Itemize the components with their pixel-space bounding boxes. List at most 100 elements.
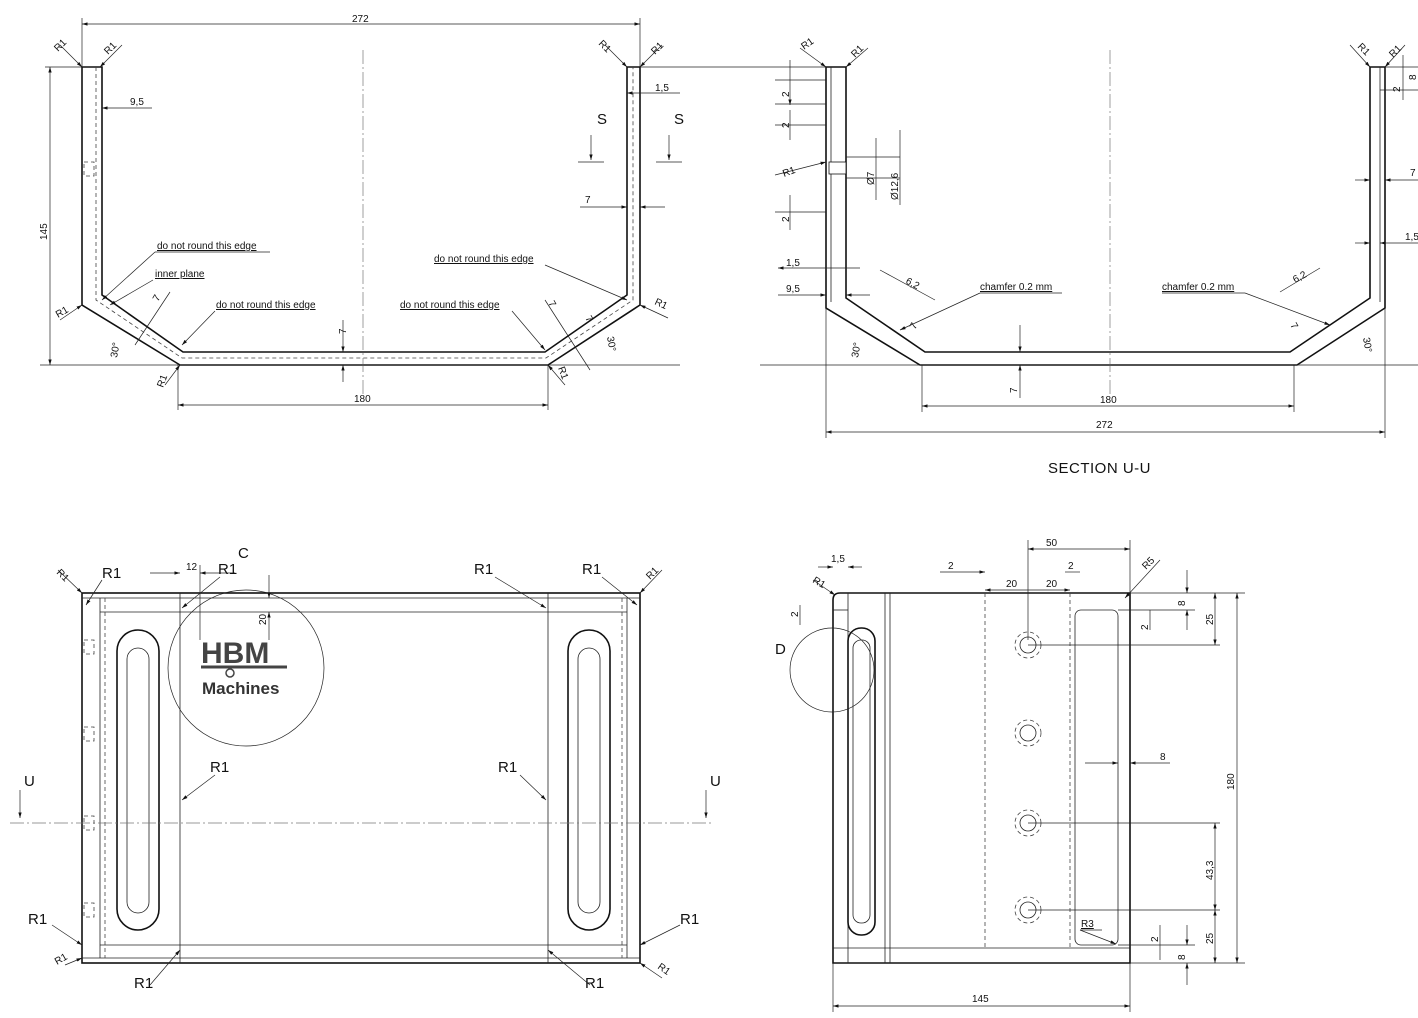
side-bottom-dim: 8: [1177, 954, 1188, 960]
note-do-not-round-3: do not round this edge: [400, 300, 500, 311]
svg-text:R1: R1: [28, 911, 47, 928]
svg-text:R1: R1: [498, 759, 517, 776]
section-view: 2 2 2 R1 Ø7 Ø12,6 1,5 9,5 6,2 7 6,2 7 ch…: [640, 36, 1418, 477]
front-angle-right: 30°: [604, 336, 617, 353]
svg-text:HBM: HBM: [201, 637, 269, 670]
detail-c-circle: [167, 589, 325, 747]
svg-text:2: 2: [781, 216, 792, 222]
side-rim-dim: 8: [1160, 752, 1166, 763]
front-right-diag-dim2: 7: [582, 314, 595, 325]
svg-text:R1: R1: [210, 759, 229, 776]
note-do-not-round-4: do not round this edge: [434, 254, 534, 265]
side-slot: [847, 627, 876, 936]
section-chamfer-depth-right: 7: [1287, 321, 1300, 332]
section-chamfer-width-right: 6,2: [1291, 269, 1309, 285]
section-chamfer-note-left: chamfer 0.2 mm: [980, 282, 1052, 293]
side-hole-offset-1: 20: [1006, 579, 1018, 590]
section-right-top-dim: 8: [1408, 74, 1418, 80]
section-hole-dia: Ø7: [866, 171, 877, 185]
svg-text:R1: R1: [134, 975, 153, 992]
side-edge-dim: 2: [790, 611, 801, 617]
front-left-diag-dim: 7: [151, 293, 164, 304]
section-right-wall-dim: 7: [1410, 168, 1416, 179]
front-wall-dim: 9,5: [130, 97, 144, 108]
front-thickness-dim: 1,5: [655, 83, 669, 94]
section-label-s-right: S: [674, 111, 684, 128]
svg-text:R1: R1: [680, 911, 699, 928]
svg-text:R1: R1: [596, 38, 613, 55]
svg-text:R1: R1: [54, 567, 71, 584]
plan-hidden-holes: [83, 639, 95, 918]
side-top-hole-dim: 25: [1205, 613, 1216, 625]
section-right-thickness-dim: 1,5: [1405, 232, 1418, 243]
svg-text:R1: R1: [53, 951, 70, 967]
section-label-u-right: U: [710, 773, 721, 790]
detail-d-label: D: [775, 641, 786, 658]
svg-text:R1: R1: [54, 304, 71, 320]
front-bottom-dim: 180: [354, 394, 371, 405]
plan-slot-left: [116, 629, 160, 931]
svg-text:R1: R1: [585, 975, 604, 992]
note-inner-plane: inner plane: [155, 269, 205, 280]
front-offset-dim: 7: [585, 195, 591, 206]
side-radius: R1: [811, 575, 828, 591]
svg-text:2: 2: [781, 122, 792, 128]
section-hole: [828, 161, 847, 175]
svg-text:R1: R1: [102, 40, 119, 57]
svg-text:R1: R1: [218, 561, 237, 578]
svg-text:R1: R1: [474, 561, 493, 578]
plan-view: U U C HBM Machines 12 20 R1 R1 R1 R1 R1: [10, 545, 721, 992]
svg-text:R1: R1: [644, 565, 661, 582]
section-angle-left: 30°: [850, 342, 863, 359]
side-bottom-hole-dim: 25: [1205, 932, 1216, 944]
side-corner-radius: R5: [1140, 555, 1157, 572]
section-radius-3: R1: [1355, 41, 1372, 58]
front-outer-profile: [81, 66, 641, 366]
section-label-u-left: U: [24, 773, 35, 790]
section-bottom-thickness-dim: 7: [1009, 387, 1020, 393]
front-height-dim: 145: [39, 223, 50, 240]
svg-text:R1: R1: [649, 40, 666, 57]
side-holes: [1014, 631, 1042, 924]
side-top-dim: 8: [1177, 600, 1188, 606]
svg-text:Machines: Machines: [202, 679, 279, 698]
section-wall-dim: 9,5: [786, 284, 800, 295]
svg-text:R1: R1: [102, 565, 121, 582]
section-counterbore-dia: Ø12,6: [890, 172, 901, 200]
section-angle-right: 30°: [1360, 337, 1373, 354]
note-do-not-round-1: do not round this edge: [157, 241, 257, 252]
side-gap-dim: 2: [1068, 561, 1074, 572]
svg-text:R1: R1: [653, 297, 670, 313]
front-angle-left: 30°: [109, 342, 122, 359]
hbm-logo: HBM Machines: [201, 637, 287, 698]
section-title: SECTION U-U: [1048, 460, 1151, 477]
section-bottom-dim: 180: [1100, 395, 1117, 406]
svg-text:R1: R1: [155, 373, 170, 389]
front-width-dim: 272: [352, 14, 369, 25]
section-right-pitch-dim: 2: [1392, 86, 1403, 92]
front-hidden-hole: [83, 161, 95, 177]
front-bottom-thickness-dim: 7: [338, 328, 349, 334]
side-length-dim: 145: [972, 994, 989, 1005]
side-outline: [832, 592, 1131, 964]
side-inner-radius: R3: [1081, 919, 1094, 930]
side-bottom-inner-dim: 2: [1150, 936, 1161, 942]
front-right-diag-dim: 7: [545, 299, 558, 310]
section-chamfer-depth-left: 7: [908, 321, 921, 332]
section-radius-hole: R1: [781, 165, 797, 180]
side-flange-dim: 2: [948, 561, 954, 572]
section-radius-4: R1: [1387, 43, 1404, 60]
plan-offset-dim: 12: [186, 562, 198, 573]
side-thickness-dim: 1,5: [831, 554, 845, 565]
front-radius-labels: R1 R1 R1 R1 R1 R1 R1 R1: [52, 37, 669, 389]
plan-outline: [81, 592, 641, 964]
side-inner-recess: [1074, 609, 1119, 946]
note-do-not-round-2: do not round this edge: [216, 300, 316, 311]
section-chamfer-width-left: 6,2: [904, 276, 922, 292]
detail-c-label: C: [238, 545, 249, 562]
section-pitch-dims: 2 2 2: [775, 60, 826, 230]
plan-slot-right: [567, 629, 611, 931]
side-top-inner-dim: 2: [1140, 624, 1151, 630]
side-hole-offset-2: 20: [1046, 579, 1058, 590]
